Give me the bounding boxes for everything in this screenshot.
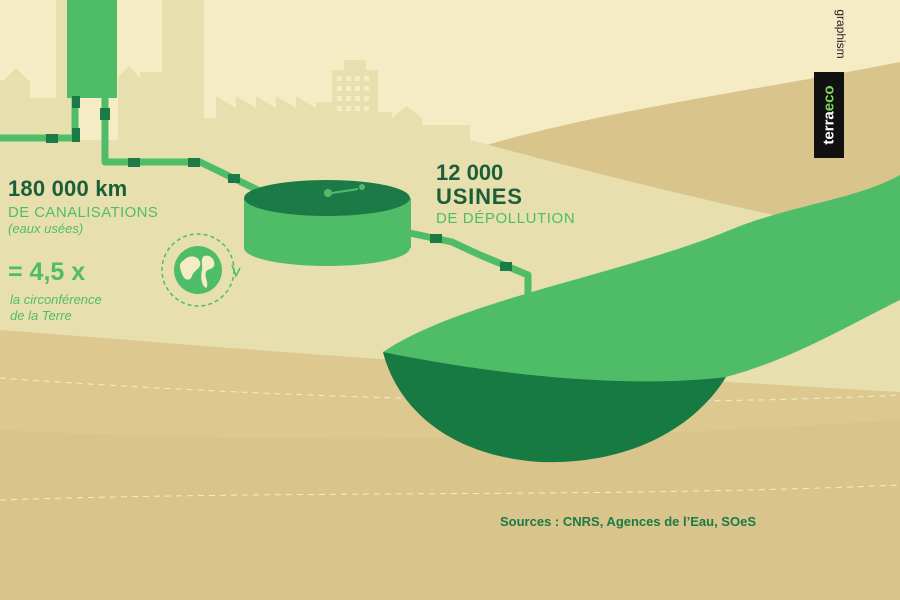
plants-count: 12 000 <box>436 160 504 185</box>
pipes-label: DE CANALISATIONS <box>8 204 159 221</box>
river <box>383 175 900 384</box>
logo-wordmark: terraeco <box>821 85 838 144</box>
pipe-tower <box>67 0 117 98</box>
earth-globe-icon <box>161 233 241 307</box>
plants-label: DE DÉPOLLUTION <box>436 210 576 227</box>
terraeco-logo: terraeco <box>814 72 844 158</box>
logo-text-terra: terra <box>820 111 838 145</box>
treatment-tank <box>244 180 411 266</box>
sources-text: Sources : CNRS, Agences de l’Eau, SOeS <box>500 514 756 529</box>
circumference-text-line1: la circonférence <box>10 292 102 307</box>
logo-text-eco: eco <box>820 85 838 112</box>
building-windows <box>337 76 369 111</box>
water-basin <box>383 352 726 463</box>
ground-deep-layer <box>0 420 900 600</box>
plants-word: USINES <box>436 184 523 209</box>
circumference-text-line2: de la Terre <box>10 308 72 323</box>
pipes-sublabel: (eaux usées) <box>8 221 84 236</box>
pipes-length: 180 000 km <box>8 176 128 201</box>
pipe-joints <box>46 96 512 271</box>
circumference-equivalence: = 4,5 x <box>8 258 86 286</box>
credit-text: graphism <box>834 9 848 59</box>
